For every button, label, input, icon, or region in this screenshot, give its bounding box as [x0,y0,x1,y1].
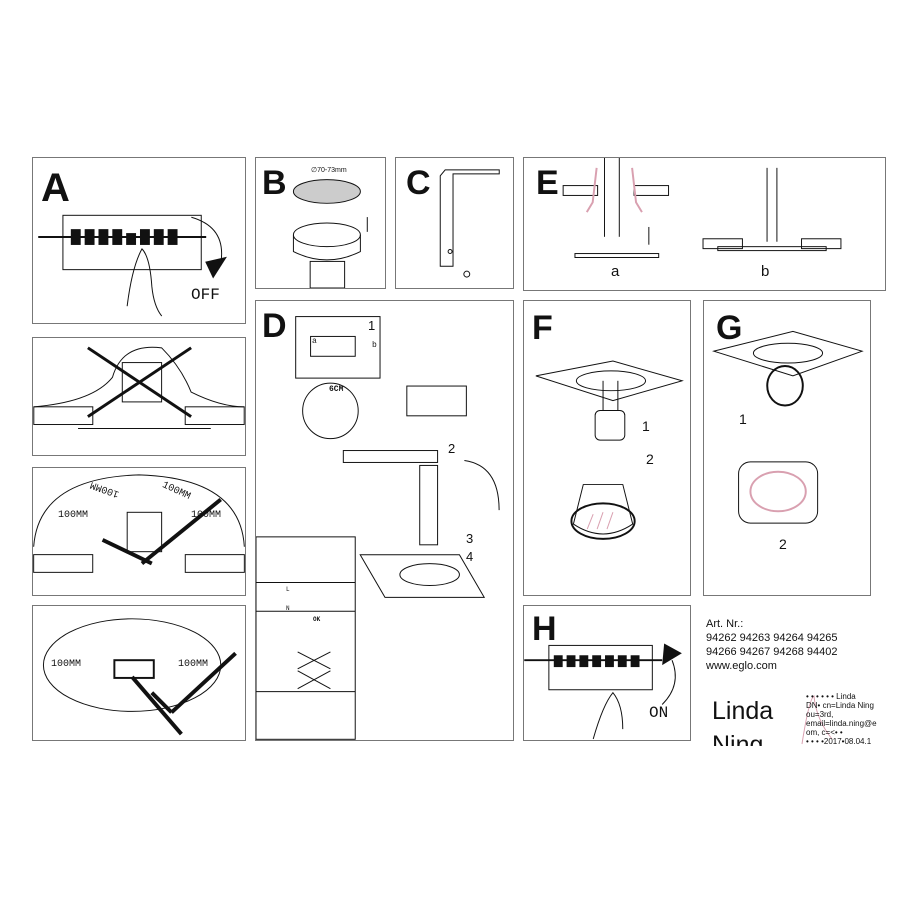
article-numbers-line2: 94266 94267 94268 94402 [706,646,838,658]
step-4: 4 [466,549,474,564]
ok-label: OK [313,616,321,623]
signature-line: om, c=<• • [806,728,843,737]
panel-h-switch-on: H ON [523,605,691,741]
step-letter: G [716,309,743,347]
article-label: Art. Nr.: [706,618,744,630]
panel-e-spring-clips: E a b [523,157,886,291]
step-1: 1 [642,418,650,434]
cutout-illustration [292,179,368,288]
panel-b-cutout: B ∅70-73mm [255,157,386,289]
article-numbers-line1: 94262 94263 94264 94265 [706,632,838,644]
on-caption: ON [649,704,669,722]
panel-f-insert-lamp: F 1 2 [523,300,691,596]
step-letter: B [262,164,287,202]
diameter-label: ∅70-73mm [311,167,347,174]
sub-step-b: b [761,263,770,280]
callout-a: a [312,337,317,346]
panel-clearance-top: 100MM 100MM [32,605,246,741]
step-3: 3 [466,531,474,546]
signature-line: • • • • • • Linda [806,692,856,701]
clearance-label: 100MM [58,510,89,521]
panel-clearance-side: 100MM 100MM 100MM 100MM [32,467,246,596]
clearance-label: 100MM [51,659,82,670]
signature-line: DN• cn=Linda Ning [806,701,874,710]
spring-clip-illustration [562,158,842,258]
signature-name: Linda Ning [712,697,774,746]
off-caption: OFF [191,286,220,304]
live-label: L [286,586,290,593]
panel-g-retaining-ring: G 1 2 [703,300,871,596]
step-letter: C [406,164,431,202]
sub-step-a: a [611,263,620,280]
signature-logo [801,695,833,745]
panel-c-bracket: C [395,157,514,289]
breaker-off-illustration [38,214,227,317]
panel-a-switch-off: A OFF [32,157,246,324]
step-1: 1 [739,411,747,427]
step-2: 2 [448,441,456,456]
strip-length-label: 6CM [329,385,344,394]
clearance-label: 100MM [191,510,222,521]
lamp-insert-illustration [535,360,684,540]
step-1: 1 [368,318,376,333]
step-letter: D [262,307,287,345]
wiring-illustration [256,316,500,740]
clearance-side-illustration [33,474,245,573]
article-info: Art. Nr.: 94262 94263 94264 94265 94266 … [706,617,838,673]
signature-line: email=linda.ning@e [806,719,877,728]
digital-signature-details: • • • • • • Linda DN• cn=Linda Ning ou=3… [806,692,898,746]
step-letter: A [41,166,70,210]
step-letter: E [536,164,559,202]
step-letter: F [532,309,553,347]
website: www.eglo.com [706,660,777,672]
panel-d-wiring: D 1 a b 6CM 2 3 4 L N OK [255,300,514,741]
clearance-top-illustration [42,618,237,736]
panel-no-insulation-cover [32,337,246,456]
breaker-on-illustration [524,643,682,740]
step-letter: H [532,610,557,648]
step-2: 2 [646,451,654,467]
neutral-label: N [286,605,290,612]
step-2: 2 [779,536,787,552]
retaining-ring-illustration [712,330,864,524]
no-cover-illustration [33,346,245,429]
callout-b: b [372,341,377,350]
signature-line: • • • •2017•08.04.1 [806,737,872,746]
bracket-illustration [439,169,500,278]
signature-line: ou=3rd, [806,710,834,719]
clearance-label: 100MM [178,659,209,670]
